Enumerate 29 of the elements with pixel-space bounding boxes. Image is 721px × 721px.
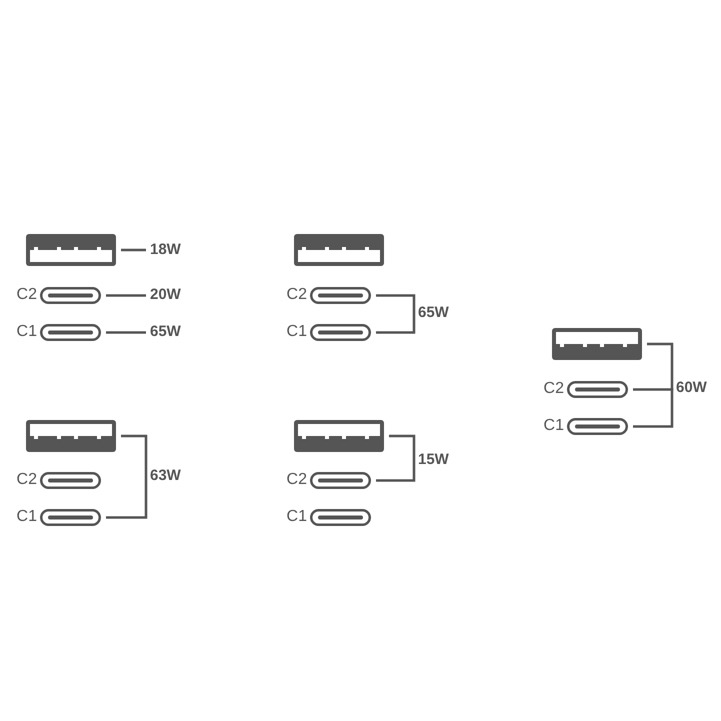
power-label: 65W	[150, 323, 181, 341]
port-label: C1	[16, 323, 37, 341]
power-label: 20W	[150, 286, 181, 304]
connector-line	[121, 248, 146, 252]
bracket-line	[633, 388, 674, 391]
port-label: C1	[544, 417, 564, 435]
bracket-line	[389, 434, 416, 460]
port-label: C1	[286, 508, 307, 526]
power-label: 15W	[418, 451, 449, 469]
port-label: C2	[286, 286, 307, 304]
power-label: 18W	[150, 241, 181, 259]
port-label: C2	[286, 471, 307, 489]
power-label: 65W	[418, 304, 449, 322]
power-label: 63W	[150, 467, 181, 485]
port-label: C2	[16, 286, 37, 304]
bracket-line	[633, 388, 674, 428]
bracket-line	[376, 294, 416, 313]
bracket-line	[106, 476, 148, 519]
bracket-line	[376, 460, 416, 482]
connector-line	[106, 331, 146, 334]
port-label: C1	[286, 323, 307, 341]
connector-line	[106, 294, 146, 297]
port-label: C2	[16, 471, 37, 489]
port-label: C1	[16, 508, 37, 526]
bracket-line	[647, 342, 674, 388]
bracket-line	[376, 313, 416, 334]
port-label: C2	[544, 380, 564, 398]
power-label: 60W	[676, 379, 707, 397]
bracket-line	[121, 434, 148, 476]
